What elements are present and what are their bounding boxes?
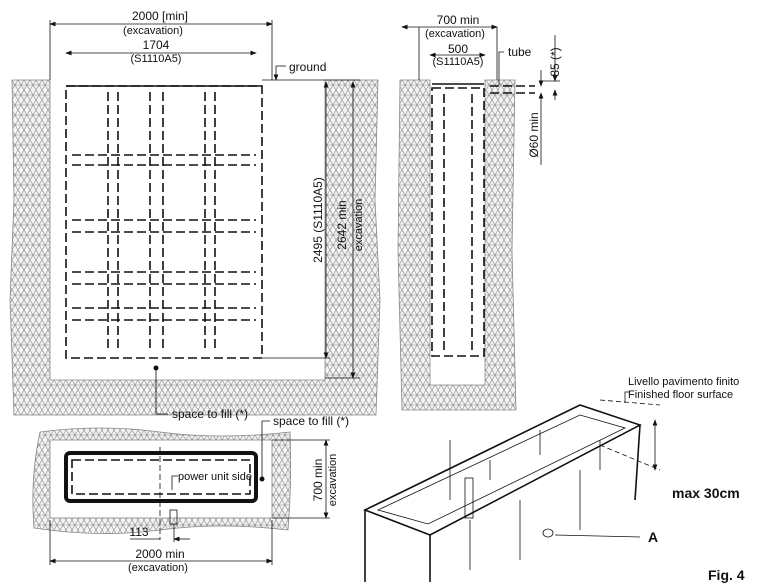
plan-width-excavation: 700 min [311,459,325,502]
depth-label: 85 (*) [548,47,562,76]
front-height-tank: 2495 (S1110A5) [311,177,325,263]
front-width-tank-sub: (S1110A5) [131,53,182,65]
plan-length-excavation-sub: (excavation) [128,562,188,574]
side-width-excavation: 700 min [437,13,480,27]
point-a-label: A [648,529,658,545]
plan-view: power unit side space to fill (*) 700 mi… [32,414,349,574]
tube-label: tube [508,45,532,59]
front-width-excavation: 2000 [min] [132,9,188,23]
tank-side [431,87,485,357]
side-width-tank: 500 [448,42,468,56]
side-view: 700 min (excavation) 500 (S1110A5) tube … [397,13,562,411]
side-width-excavation-sub: (excavation) [425,28,485,40]
tank-frame-front [72,92,256,352]
floor-label-it: Livello pavimento finito [628,376,739,388]
ground-label: ground [289,60,326,74]
iso-view: A Livello pavimento finito Finished floo… [362,376,740,582]
offset-label: 113 [129,525,148,539]
soil-side [397,79,517,411]
front-width-excavation-sub: (excavation) [123,25,183,37]
tank-front [65,85,263,359]
side-width-tank-sub: (S1110A5) [433,56,484,68]
soil-front [9,79,381,416]
front-width-tank: 1704 [143,38,170,52]
floor-label-en: Finished floor surface [628,389,733,401]
max-depth-label: max 30cm [672,485,740,501]
power-unit-label: power unit side [178,471,252,483]
plan-width-excavation-sub: excavation [327,454,339,507]
tank-plan [64,451,258,503]
front-fill-label: space to fill (*) [172,407,248,421]
front-height-excavation: 2642 min [335,200,349,249]
front-height-excavation-sub: excavation [353,199,365,252]
front-view: 2000 [min] (excavation) 1704 (S1110A5) g… [9,9,381,421]
plan-length-excavation: 2000 min [135,547,184,561]
tube-diameter-label: Ø60 min [527,112,541,157]
plan-fill-label: space to fill (*) [273,414,349,428]
figure-label: Fig. 4 [708,567,745,583]
